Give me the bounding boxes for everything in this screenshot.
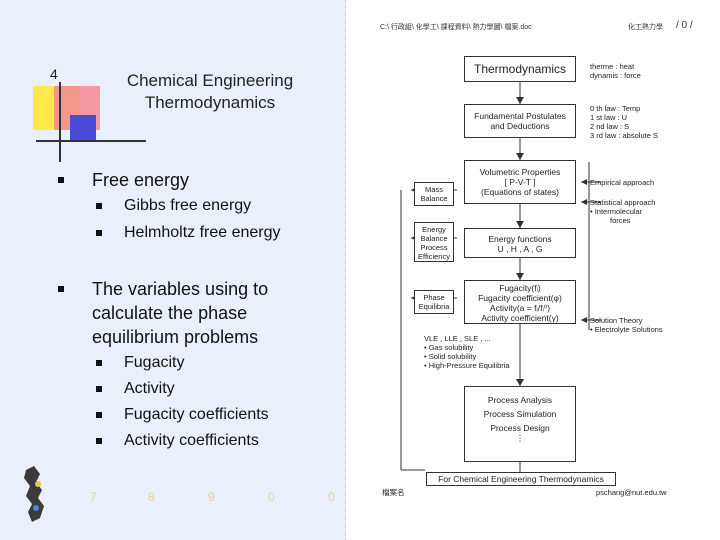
vle-list: VLE , LLE , SLE , ... • Gas solubility •… (424, 334, 510, 370)
bullet-variables: The variables using to calculate the pha… (58, 277, 302, 349)
laws-list: 0 th law : Temp 1 st law : U 2 nd law : … (590, 104, 658, 140)
bullet-square-icon (58, 177, 64, 183)
sub-bullet: Gibbs free energy (96, 196, 344, 216)
box-process: Process Analysis Process Simulation Proc… (464, 386, 576, 462)
empirical-note: Empirical approach (590, 178, 655, 187)
solution-theory-note: Solution Theory • Electrolyte Solutions (590, 316, 663, 334)
bullet-free-energy: Free energy (58, 168, 332, 192)
bullet-square-icon (96, 230, 102, 236)
footer-marks: 7 8 9 0 0 (60, 490, 340, 510)
box-postulates: Fundamental Postulates and Deductions (464, 104, 576, 138)
box-fugacity: Fugacity(fᵢ) Fugacity coefficient(φ) Act… (464, 280, 576, 324)
bullet-square-icon (96, 386, 102, 392)
doc-header-page: / 0 / (676, 20, 693, 31)
bottom-left-note: 檔案名 (382, 488, 405, 497)
sub-bullet: Helmholtz free energy (96, 223, 344, 243)
sub-bullet: Activity (96, 379, 324, 399)
box-energy-functions: Energy functions U , H , A , G (464, 228, 576, 258)
climber-figure-icon (24, 466, 44, 522)
decor-blue-square (70, 115, 96, 140)
box-volumetric: Volumetric Properties [ P-V-T ] (Equatio… (464, 160, 576, 204)
slide-number: 4 (50, 66, 58, 82)
box-energy-balance: Energy Balance Process Efficiency (414, 222, 454, 262)
box-thermodynamics: Thermodynamics (464, 56, 576, 82)
box-mass-balance: Mass Balance (414, 182, 454, 206)
decor-horizontal-line (36, 140, 146, 142)
bullet-square-icon (58, 286, 64, 292)
box-phase-equilibria: Phase Equilibria (414, 290, 454, 314)
doc-header-path: C:\ 行政組\ 化學工\ 課程資料\ 熱力學圖\ 檔案.doc (380, 24, 532, 31)
panel-divider (345, 0, 348, 540)
box-footer: For Chemical Engineering Thermodynamics (426, 472, 616, 486)
statistical-note: Statistical approach • Intermolecular fo… (590, 198, 656, 225)
bullet-square-icon (96, 438, 102, 444)
bottom-right-note: pschang@nut.edu.tw (596, 488, 667, 497)
sub-bullet: Fugacity coefficients (96, 405, 324, 425)
sub-bullet: Activity coefficients (96, 431, 324, 451)
slide-title: Chemical Engineering Thermodynamics (126, 71, 294, 112)
note-therme: therme : heat dynamis : force (590, 62, 641, 80)
footer-mark: 0 (268, 490, 275, 504)
footer-mark: 0 (328, 490, 335, 504)
footer-mark: 8 (148, 490, 155, 504)
decor-vertical-line (59, 82, 61, 162)
doc-header-course: 化工熱力學 (628, 24, 663, 31)
ellipsis-dots: ⋮ (515, 433, 525, 443)
bullet-square-icon (96, 203, 102, 209)
footer-mark: 7 (90, 490, 97, 504)
footer-mark: 9 (208, 490, 215, 504)
sub-bullet: Fugacity (96, 353, 324, 373)
bullet-square-icon (96, 412, 102, 418)
bullet-square-icon (96, 360, 102, 366)
